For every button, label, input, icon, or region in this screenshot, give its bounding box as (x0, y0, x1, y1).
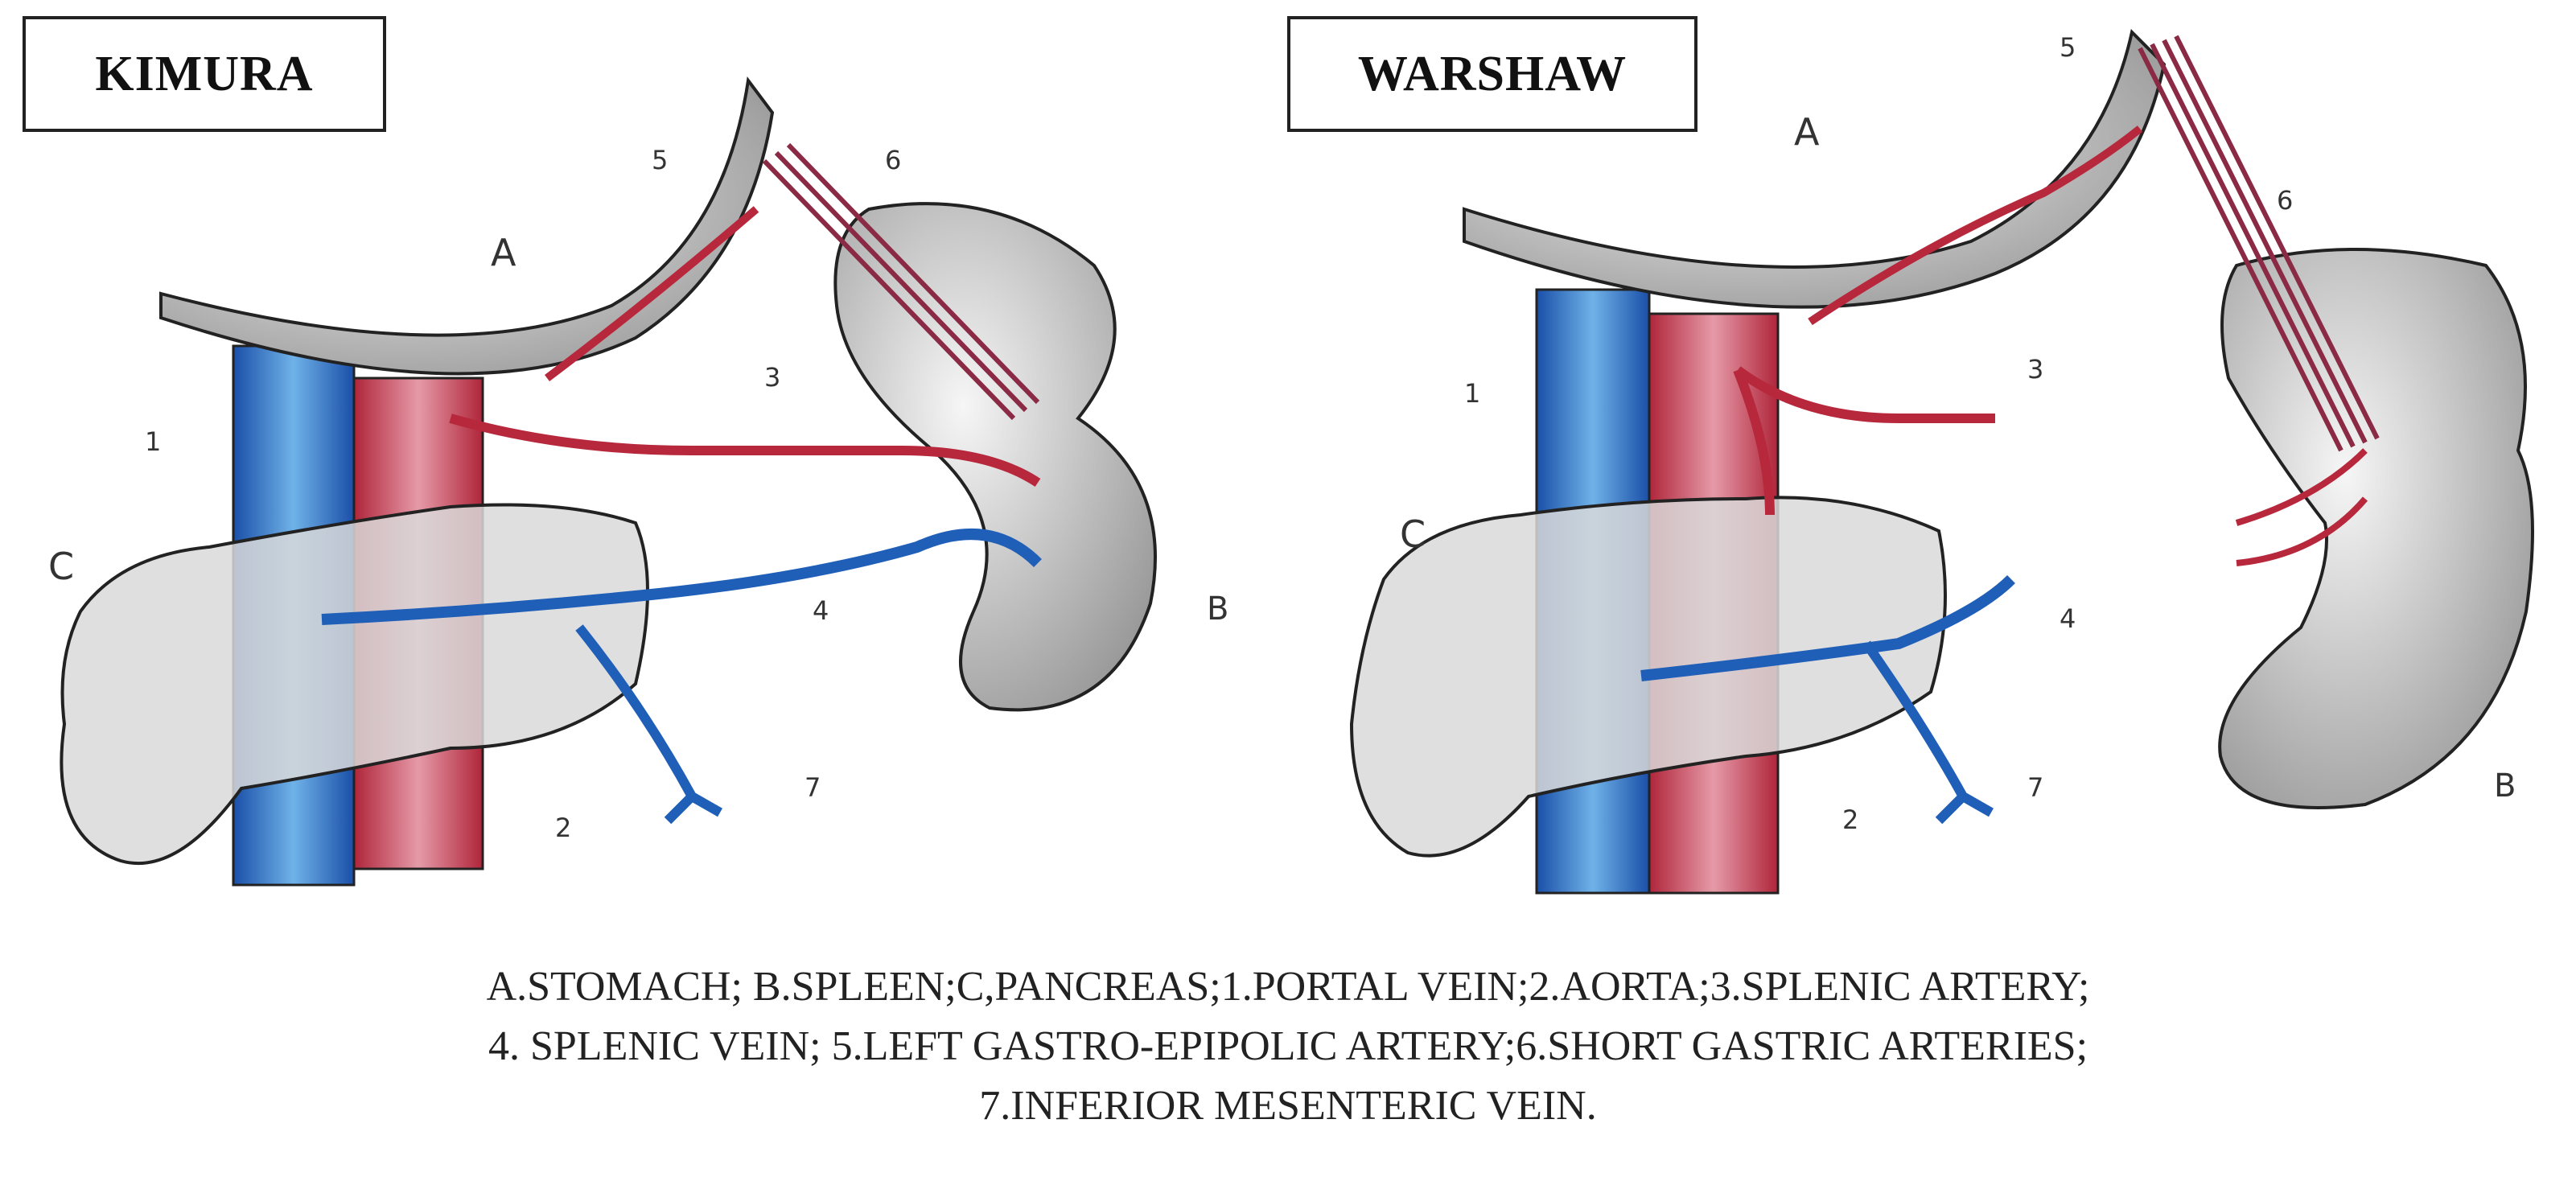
label-5: 5 (652, 145, 668, 175)
warshaw-illustration: A B C 1 2 3 4 5 6 7 (1349, 29, 2534, 895)
label-5: 5 (2060, 32, 2076, 63)
label-1: 1 (145, 426, 161, 457)
label-3: 3 (764, 362, 780, 393)
splenic-artery (449, 414, 1041, 488)
label-6: 6 (2277, 185, 2293, 216)
figure-caption: A.STOMACH; B.SPLEEN;C,PANCREAS;1.PORTAL … (0, 957, 2576, 1136)
label-2: 2 (1842, 804, 1858, 835)
stomach (159, 76, 775, 376)
label-4: 4 (2060, 603, 2076, 634)
inferior-mesenteric-vein (1862, 640, 1994, 825)
short-gastric-vessels (2138, 35, 2380, 452)
label-4: 4 (813, 595, 829, 626)
label-1: 1 (1464, 378, 1480, 409)
inferior-mesenteric-vein (575, 624, 722, 825)
label-7: 7 (804, 772, 821, 803)
left-gastroepiploic-artery (1808, 126, 2143, 326)
spleen (833, 202, 1157, 712)
left-gastroepiploic-artery (544, 206, 759, 381)
caption-line-2: 4. SPLENIC VEIN; 5.LEFT GASTRO-EPIPOLIC … (488, 1023, 2088, 1069)
label-a: A (491, 231, 516, 274)
caption-line-3: 7.INFERIOR MESENTERIC VEIN. (979, 1083, 1597, 1129)
kimura-illustration: A B C 1 2 3 4 5 6 7 (48, 76, 1228, 887)
label-c: C (1400, 512, 1426, 556)
warshaw-title: WARSHAW (1287, 16, 1697, 132)
label-3: 3 (2027, 354, 2043, 385)
splenic-vein (1640, 574, 2015, 681)
label-6: 6 (885, 145, 901, 175)
pancreas (60, 503, 649, 866)
splenic-vein (321, 529, 1042, 625)
splenic-artery (1733, 366, 1995, 516)
short-gastric-vessels (762, 142, 1040, 421)
hilar-vessels (2235, 448, 2368, 566)
label-c: C (48, 545, 74, 588)
label-b: B (2494, 767, 2516, 804)
kimura-title: KIMURA (23, 16, 386, 132)
warshaw-panel: A B C 1 2 3 4 5 6 7 WARSHAW (1287, 0, 2576, 909)
caption-line-1: A.STOMACH; B.SPLEEN;C,PANCREAS;1.PORTAL … (486, 964, 2090, 1010)
label-b: B (1207, 590, 1228, 628)
label-7: 7 (2027, 772, 2043, 803)
kimura-panel: A B C 1 2 3 4 5 6 7 KIMURA (0, 0, 1287, 909)
spleen (2218, 248, 2534, 809)
label-a: A (1794, 110, 1820, 154)
label-2: 2 (555, 813, 571, 843)
